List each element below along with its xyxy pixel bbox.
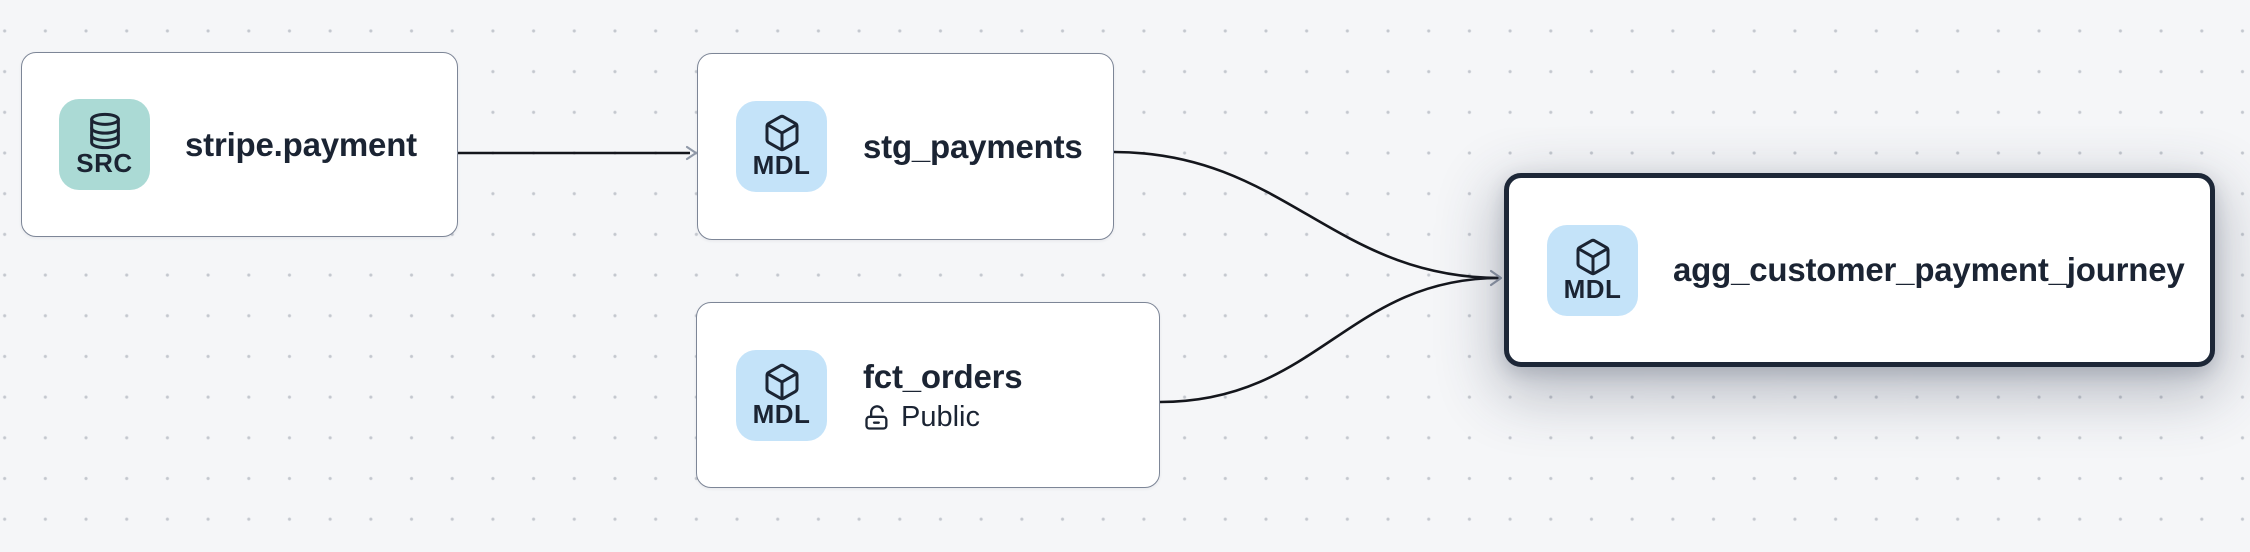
arrowhead-icon: [1489, 269, 1503, 287]
node-title: agg_customer_payment_journey: [1673, 251, 2185, 289]
edge-stg-payments-to-agg-customer-payment-journey[interactable]: [1113, 150, 1501, 280]
unlock-icon: [863, 404, 891, 432]
edge-fct-orders-to-agg-customer-payment-journey[interactable]: [1159, 276, 1501, 404]
badge-label: SRC: [76, 148, 133, 179]
model-type-badge: MDL: [736, 349, 827, 441]
badge-label: MDL: [752, 150, 811, 181]
badge-label: MDL: [1563, 273, 1622, 304]
cube-icon: [762, 362, 802, 402]
database-icon: [85, 111, 125, 151]
model-type-badge: MDL: [736, 101, 827, 192]
badge-label: MDL: [752, 398, 811, 429]
arrowhead-icon: [685, 145, 698, 161]
access-row: Public: [863, 401, 1022, 434]
node-title: fct_orders: [863, 357, 1023, 395]
node-title: stripe.payment: [185, 125, 417, 163]
node-fct-orders[interactable]: MDL fct_orders Public: [696, 302, 1160, 488]
access-label: Public: [901, 401, 980, 434]
node-stg-payments[interactable]: MDL stg_payments: [697, 53, 1114, 240]
node-agg-customer-payment-journey[interactable]: MDL agg_customer_payment_journey: [1504, 173, 2215, 367]
source-type-badge: SRC: [59, 99, 150, 190]
node-title: stg_payments: [863, 127, 1083, 165]
cube-icon: [1573, 237, 1613, 277]
cube-icon: [762, 113, 802, 153]
model-type-badge: MDL: [1547, 224, 1638, 316]
node-stripe-payment[interactable]: SRC stripe.payment: [21, 52, 458, 237]
